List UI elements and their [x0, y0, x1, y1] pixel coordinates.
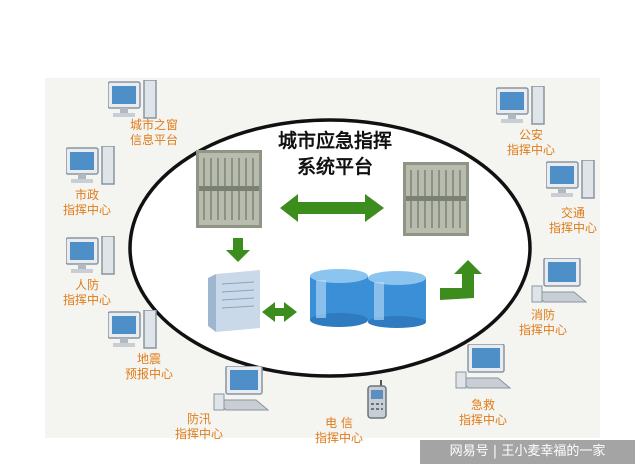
down-arrow-icon — [226, 238, 250, 262]
node-label-municipal: 市政指挥中心 — [62, 188, 111, 217]
platform-title-line1: 城市应急指挥 — [277, 130, 392, 152]
monitor-icon — [66, 146, 115, 185]
double-arrow-icon — [262, 302, 297, 322]
watermark-badge: 网易号 | 王小麦幸福的一家 — [420, 440, 635, 464]
server-rack-icon — [403, 162, 469, 236]
node-label-flood-control: 防汛指挥中心 — [174, 412, 223, 441]
laptop-icon — [455, 344, 512, 389]
monitor-icon — [496, 86, 545, 125]
node-label-police: 公安指挥中心 — [506, 128, 555, 157]
laptop-icon — [531, 258, 588, 303]
database-icon — [310, 269, 426, 328]
laptop-icon — [213, 366, 270, 411]
monitor-icon — [108, 80, 157, 119]
server-rack-icon — [196, 150, 262, 228]
mobile-phone-icon — [367, 380, 387, 419]
node-label-telecom: 电 信指挥中心 — [314, 416, 363, 445]
node-label-traffic: 交通指挥中心 — [548, 206, 597, 235]
node-label-city-window: 城市之窗信息平台 — [129, 118, 178, 147]
node-label-first-aid: 急救指挥中心 — [458, 398, 507, 427]
platform-title-line2: 系统平台 — [296, 156, 373, 178]
node-label-civil-defense: 人防指挥中心 — [62, 278, 111, 307]
platform-title: 城市应急指挥 系统平台 — [250, 128, 420, 180]
bent-arrow-icon — [440, 260, 482, 300]
monitor-icon — [108, 310, 157, 349]
monitor-icon — [546, 160, 595, 199]
double-arrow-icon — [280, 194, 384, 222]
monitor-icon — [66, 236, 115, 275]
node-label-earthquake: 地震预报中心 — [124, 352, 173, 381]
tower-server-icon — [208, 270, 260, 332]
node-label-fire: 消防指挥中心 — [518, 308, 567, 337]
